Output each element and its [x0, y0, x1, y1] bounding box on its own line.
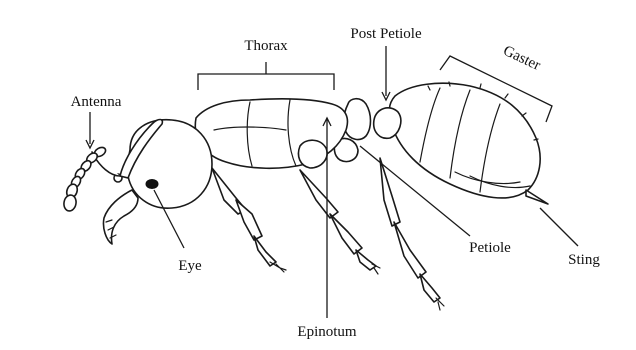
label-sting: Sting	[568, 252, 600, 268]
label-gaster: Gaster	[501, 43, 543, 74]
label-petiole: Petiole	[469, 240, 511, 256]
middle-leg	[300, 170, 380, 274]
thorax-segment	[195, 99, 347, 168]
label-epinotum: Epinotum	[297, 324, 356, 340]
gaster-segment	[389, 82, 540, 198]
thorax-bracket	[198, 62, 334, 90]
label-thorax: Thorax	[244, 38, 288, 54]
sting	[526, 190, 548, 204]
front-leg	[212, 168, 286, 272]
head-segment	[103, 120, 212, 244]
label-post-petiole: Post Petiole	[350, 26, 422, 42]
antenna-segments	[63, 146, 107, 212]
label-antenna: Antenna	[71, 94, 122, 110]
eye	[146, 180, 158, 189]
hind-leg	[380, 158, 444, 310]
label-eye: Eye	[178, 258, 202, 274]
sting-leader	[540, 208, 578, 246]
post-petiole	[374, 108, 401, 138]
